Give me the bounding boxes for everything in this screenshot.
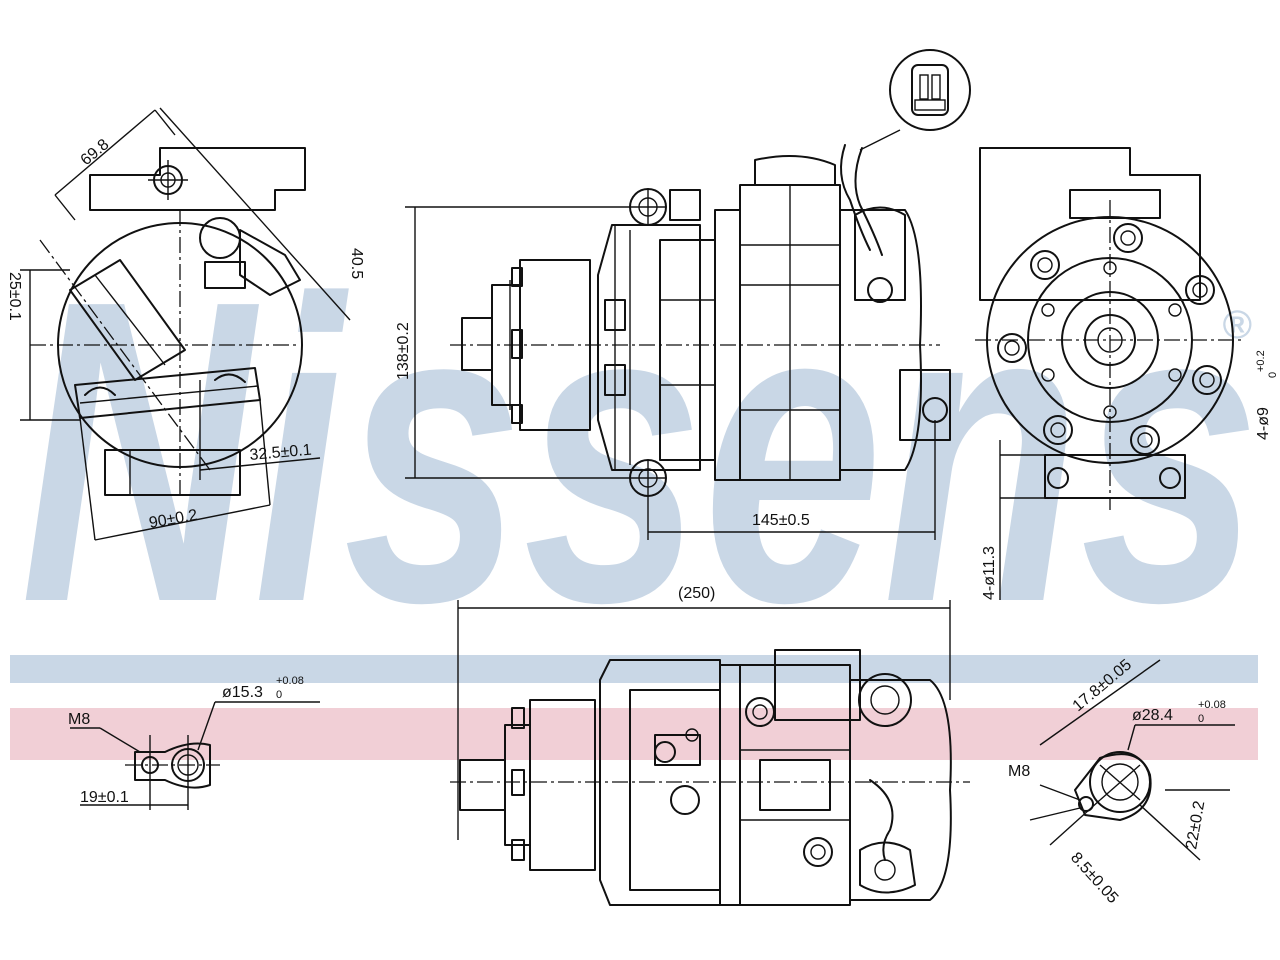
- dim-bolt-circle: 4-ø9: [1255, 407, 1272, 440]
- dim-lug-offset: 32.5±0.1: [249, 442, 313, 464]
- port-left-tol-upper: +0.08: [276, 675, 304, 687]
- port-right-tol-upper: +0.08: [1198, 699, 1226, 711]
- dim-length: 145±0.5: [752, 512, 810, 529]
- view-side-top: 138±0.2 145±0.5: [395, 49, 971, 540]
- dim-bolt-circle-tol-upper: +0.2: [1255, 350, 1267, 372]
- view-front-right: 4-ø9 +0.2 0 4-ø11.3: [975, 147, 1279, 600]
- watermark-logo-text: Nissens: [20, 212, 1260, 692]
- view-top-bottom: (250): [450, 585, 970, 906]
- port-right-tol-lower: 0: [1198, 713, 1204, 725]
- detail-port-right: M8 ø28.4 +0.08 0 17.8±0.05 22±0.2 8.5±0.…: [1008, 656, 1235, 907]
- dim-height: 138±0.2: [395, 322, 412, 380]
- detail-port-left: M8 ø15.3 +0.08 0 19±0.1: [68, 675, 320, 810]
- dim-mount-holes: 4-ø11.3: [981, 546, 998, 600]
- dim-bolt-circle-tol-lower: 0: [1267, 372, 1279, 378]
- watermark: Nissens ®: [10, 212, 1260, 760]
- dim-left-offset: 25±0.1: [6, 272, 23, 321]
- port-right-thread: M8: [1008, 763, 1030, 780]
- port-right-diameter: ø28.4: [1132, 707, 1173, 724]
- dim-overall-length: (250): [678, 585, 715, 602]
- port-left-diameter: ø15.3: [222, 684, 263, 701]
- port-right-dim-b: 22±0.2: [1183, 800, 1208, 851]
- port-left-thread: M8: [68, 711, 90, 728]
- view-end-left: 69.8 40.5 25±0.1 32.5±0.1 90±0.2: [6, 107, 365, 541]
- dim-side-angle: 40.5: [348, 248, 365, 279]
- dim-angle-width: 69.8: [78, 136, 113, 169]
- port-left-tol-lower: 0: [276, 689, 282, 701]
- port-left-spacing: 19±0.1: [80, 789, 129, 806]
- port-right-dim-c: 8.5±0.05: [1067, 849, 1121, 907]
- watermark-band-red: [10, 708, 1258, 760]
